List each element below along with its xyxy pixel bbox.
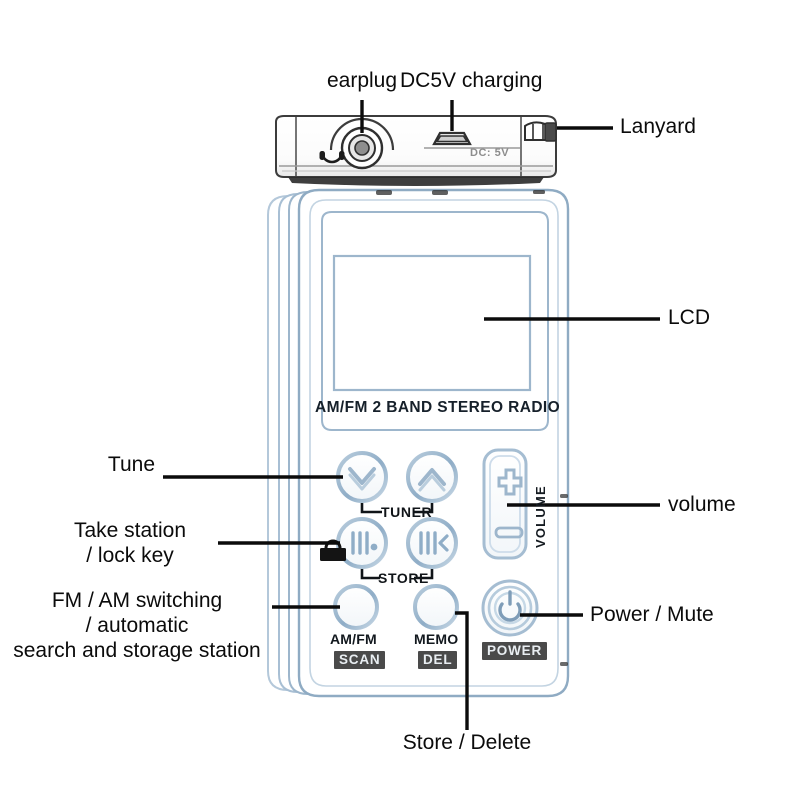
callout-fm-am: FM / AM switching / automatic search and… (13, 589, 261, 662)
store-bracket-label: STORE (378, 570, 429, 586)
am-fm-button[interactable] (333, 584, 379, 630)
callout-lanyard: Lanyard (620, 115, 696, 138)
memo-button[interactable] (413, 584, 459, 630)
power-badge: POWER (482, 642, 548, 660)
lanyard-notch-icon (524, 121, 557, 142)
callout-volume: volume (668, 493, 736, 516)
volume-rocker[interactable] (482, 448, 528, 560)
store-next-button[interactable] (406, 517, 458, 569)
power-button[interactable] (481, 579, 539, 637)
tuner-down-button[interactable] (336, 451, 388, 503)
tuner-bracket-label: TUNER (381, 504, 433, 520)
lock-icon (320, 539, 346, 561)
volume-plus-icon (497, 468, 523, 496)
top-edge-panel (275, 115, 557, 186)
headphone-glyph-icon (319, 151, 345, 164)
radio-body (267, 188, 570, 698)
callout-power-mute: Power / Mute (590, 603, 714, 626)
del-badge: DEL (418, 651, 458, 669)
callout-tune: Tune (107, 453, 155, 476)
volume-label: VOLUME (533, 485, 548, 548)
callout-take-station: Take station / lock key (73, 519, 187, 567)
memo-label: MEMO (414, 631, 459, 647)
leader-store-delete (455, 611, 469, 730)
leader-lines (163, 100, 660, 730)
callout-earplug: earplug (326, 69, 398, 92)
micro-usb-port-icon (432, 131, 472, 146)
scan-badge: SCAN (334, 651, 386, 669)
brand-line: AM/FM 2 BAND STEREO RADIO (315, 399, 561, 416)
tuner-up-button[interactable] (406, 451, 458, 503)
volume-minus-icon (494, 526, 524, 539)
am-fm-label: AM/FM (330, 631, 377, 647)
headphone-jack-icon (329, 117, 395, 170)
lcd-screen (332, 254, 532, 392)
callout-store-delete: Store / Delete (402, 731, 532, 754)
callout-dc5v: DC5V charging (400, 69, 543, 92)
dc-port-label: DC: 5V (470, 147, 510, 159)
callout-lcd: LCD (668, 306, 711, 329)
